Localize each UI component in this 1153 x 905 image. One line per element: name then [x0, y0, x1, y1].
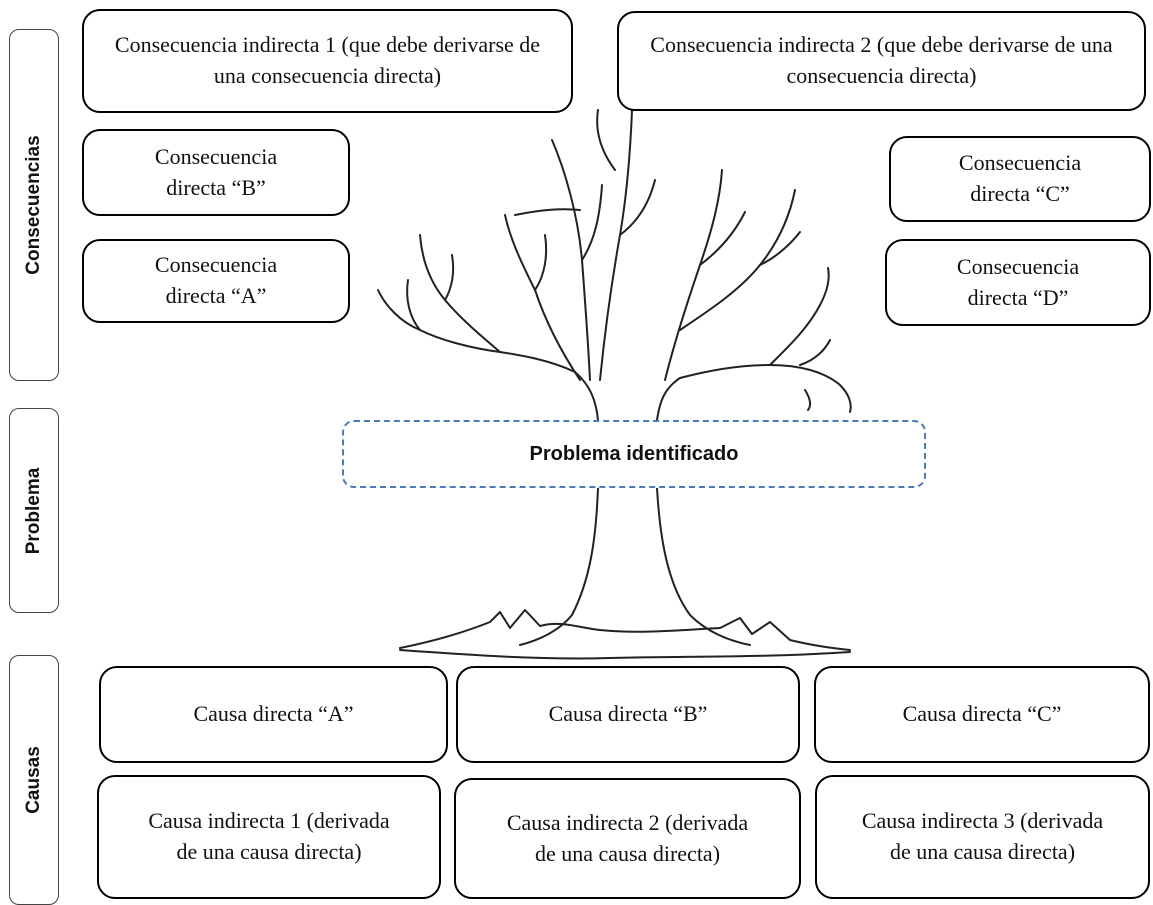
consequence-indirect-2-text: Consecuencia indirecta 2 (que debe deriv… [650, 32, 1113, 88]
consequence-direct-c: Consecuencia directa “C” [889, 136, 1151, 222]
consequence-direct-d-text: Consecuencia directa “D” [956, 253, 1080, 310]
side-label-causes: Causas [23, 746, 44, 814]
side-panel-problem: Problema [9, 408, 59, 613]
cause-direct-b-text: Causa directa “B” [548, 701, 708, 727]
cause-indirect-1: Causa indirecta 1 (derivada de una causa… [97, 775, 441, 899]
cause-direct-c: Causa directa “C” [814, 666, 1150, 763]
problem-box: Problema identificado [342, 420, 926, 488]
cause-indirect-3: Causa indirecta 3 (derivada de una causa… [815, 775, 1150, 899]
side-label-consequences: Consecuencias [23, 135, 44, 275]
cause-direct-b: Causa directa “B” [456, 666, 800, 763]
consequence-direct-b: Consecuencia directa “B” [82, 129, 350, 216]
cause-direct-a-text: Causa directa “A” [193, 701, 354, 727]
side-label-problem: Problema [23, 467, 44, 554]
cause-direct-a: Causa directa “A” [99, 666, 448, 763]
cause-indirect-1-text: Causa indirecta 1 (derivada de una causa… [148, 808, 390, 864]
cause-indirect-2: Causa indirecta 2 (derivada de una causa… [454, 778, 801, 899]
consequence-direct-a-text: Consecuencia directa “A” [154, 252, 278, 308]
consequence-direct-b-text: Consecuencia directa “B” [154, 143, 278, 200]
cause-direct-c-text: Causa directa “C” [902, 701, 1062, 727]
consequence-direct-d: Consecuencia directa “D” [885, 239, 1151, 326]
consequence-indirect-1-text: Consecuencia indirecta 1 (que debe deriv… [114, 32, 541, 88]
cause-indirect-2-text: Causa indirecta 2 (derivada de una causa… [506, 809, 749, 866]
side-panel-consequences: Consecuencias [9, 29, 59, 381]
problem-label: Problema identificado [529, 442, 739, 465]
consequence-indirect-1: Consecuencia indirecta 1 (que debe deriv… [82, 9, 573, 113]
consequence-indirect-2: Consecuencia indirecta 2 (que debe deriv… [617, 11, 1146, 111]
consequence-direct-c-text: Consecuencia directa “C” [958, 150, 1082, 206]
consequence-direct-a: Consecuencia directa “A” [82, 239, 350, 323]
cause-indirect-3-text: Causa indirecta 3 (derivada de una causa… [861, 808, 1104, 864]
side-panel-causes: Causas [9, 655, 59, 905]
